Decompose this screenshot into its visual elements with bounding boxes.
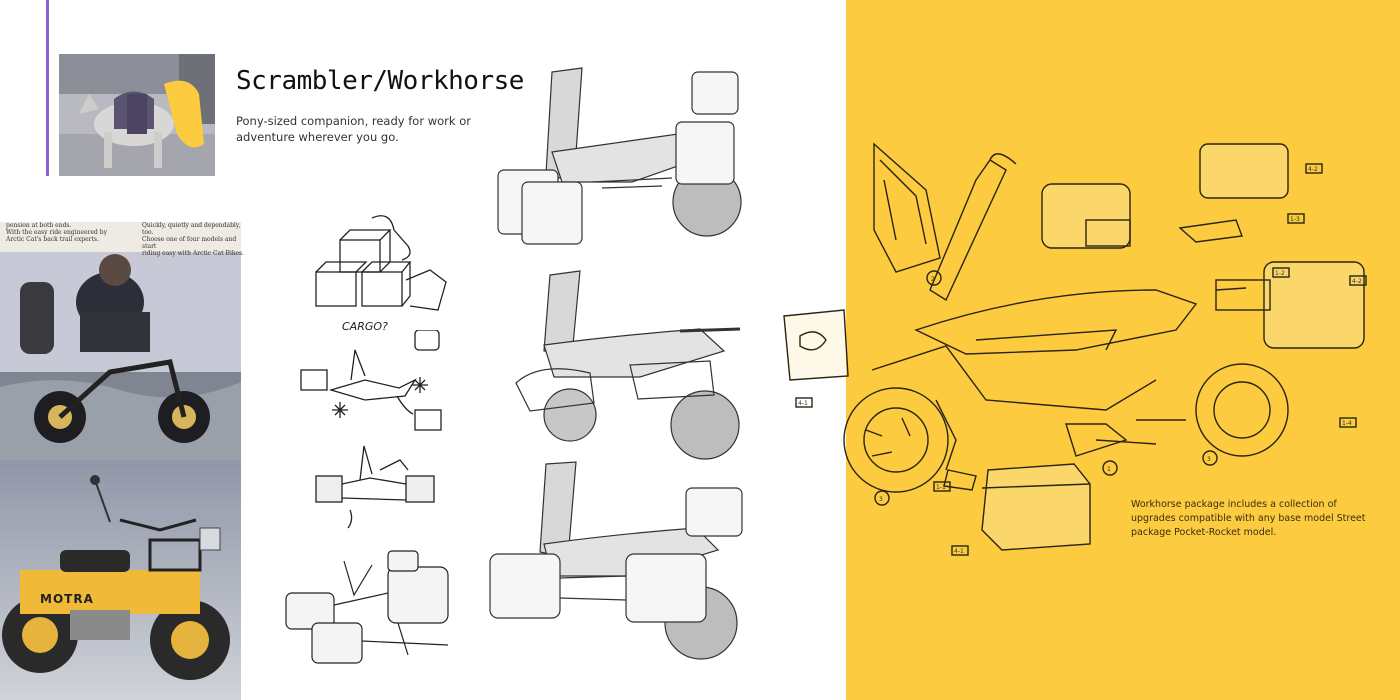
- pony-photo: [59, 54, 215, 176]
- render-bike-3: [489, 461, 743, 660]
- part-label: 1-2: [1275, 270, 1285, 277]
- cargo-label: CARGO?: [342, 320, 388, 330]
- workhorse-caption: Workhorse package includes a collection …: [1131, 499, 1366, 538]
- part-label: 1-1: [936, 484, 946, 491]
- part-label: 4-2: [1308, 166, 1318, 173]
- magazine-line: With the easy ride engineered by: [6, 229, 108, 236]
- circle-number: 2: [931, 276, 935, 283]
- part-label: 4-1: [954, 548, 964, 555]
- yellow-panel: [846, 0, 1400, 700]
- part-label: 1-3: [1290, 216, 1300, 223]
- magazine-line: riding easy with Arctic Cat Bikes.: [142, 250, 245, 257]
- cargo-sketch-boxes: CARGO?: [315, 215, 447, 330]
- circle-number: 3: [879, 496, 883, 503]
- bike-brand-label: MOTRA: [40, 592, 94, 606]
- part-label: 1-4: [1342, 420, 1352, 427]
- part-label: 4-2: [1352, 278, 1362, 285]
- circle-number: 3: [1207, 456, 1211, 463]
- magazine-line: Choose one of four models and start: [142, 236, 237, 250]
- magazine-line: Arctic Cat's back trail experts.: [6, 236, 99, 243]
- circle-number: 1: [1107, 466, 1111, 473]
- render-bike-2: [515, 270, 741, 460]
- motra-bike-photo: [0, 460, 241, 700]
- page-subtitle: Pony-sized companion, ready for work or …: [236, 114, 471, 144]
- magazine-line: Quickly, quietly and dependably, too.: [142, 222, 241, 236]
- exploded-sketch-1: [300, 330, 442, 431]
- accent-line: [46, 0, 49, 176]
- part-label: 4-1: [798, 400, 808, 407]
- render-bike-1: [497, 67, 742, 245]
- page-title: Scrambler/Workhorse: [236, 66, 524, 96]
- exploded-sketch-2: [315, 445, 435, 529]
- exploded-diagram: 4-2 1-3 1-2 4-2 4-1 1-4 1-1 4-1 2 1 3 3: [783, 142, 1367, 556]
- magazine-photo: [0, 222, 241, 460]
- magazine-line: pension at both ends.: [6, 222, 72, 229]
- assembled-sketch: [285, 550, 449, 664]
